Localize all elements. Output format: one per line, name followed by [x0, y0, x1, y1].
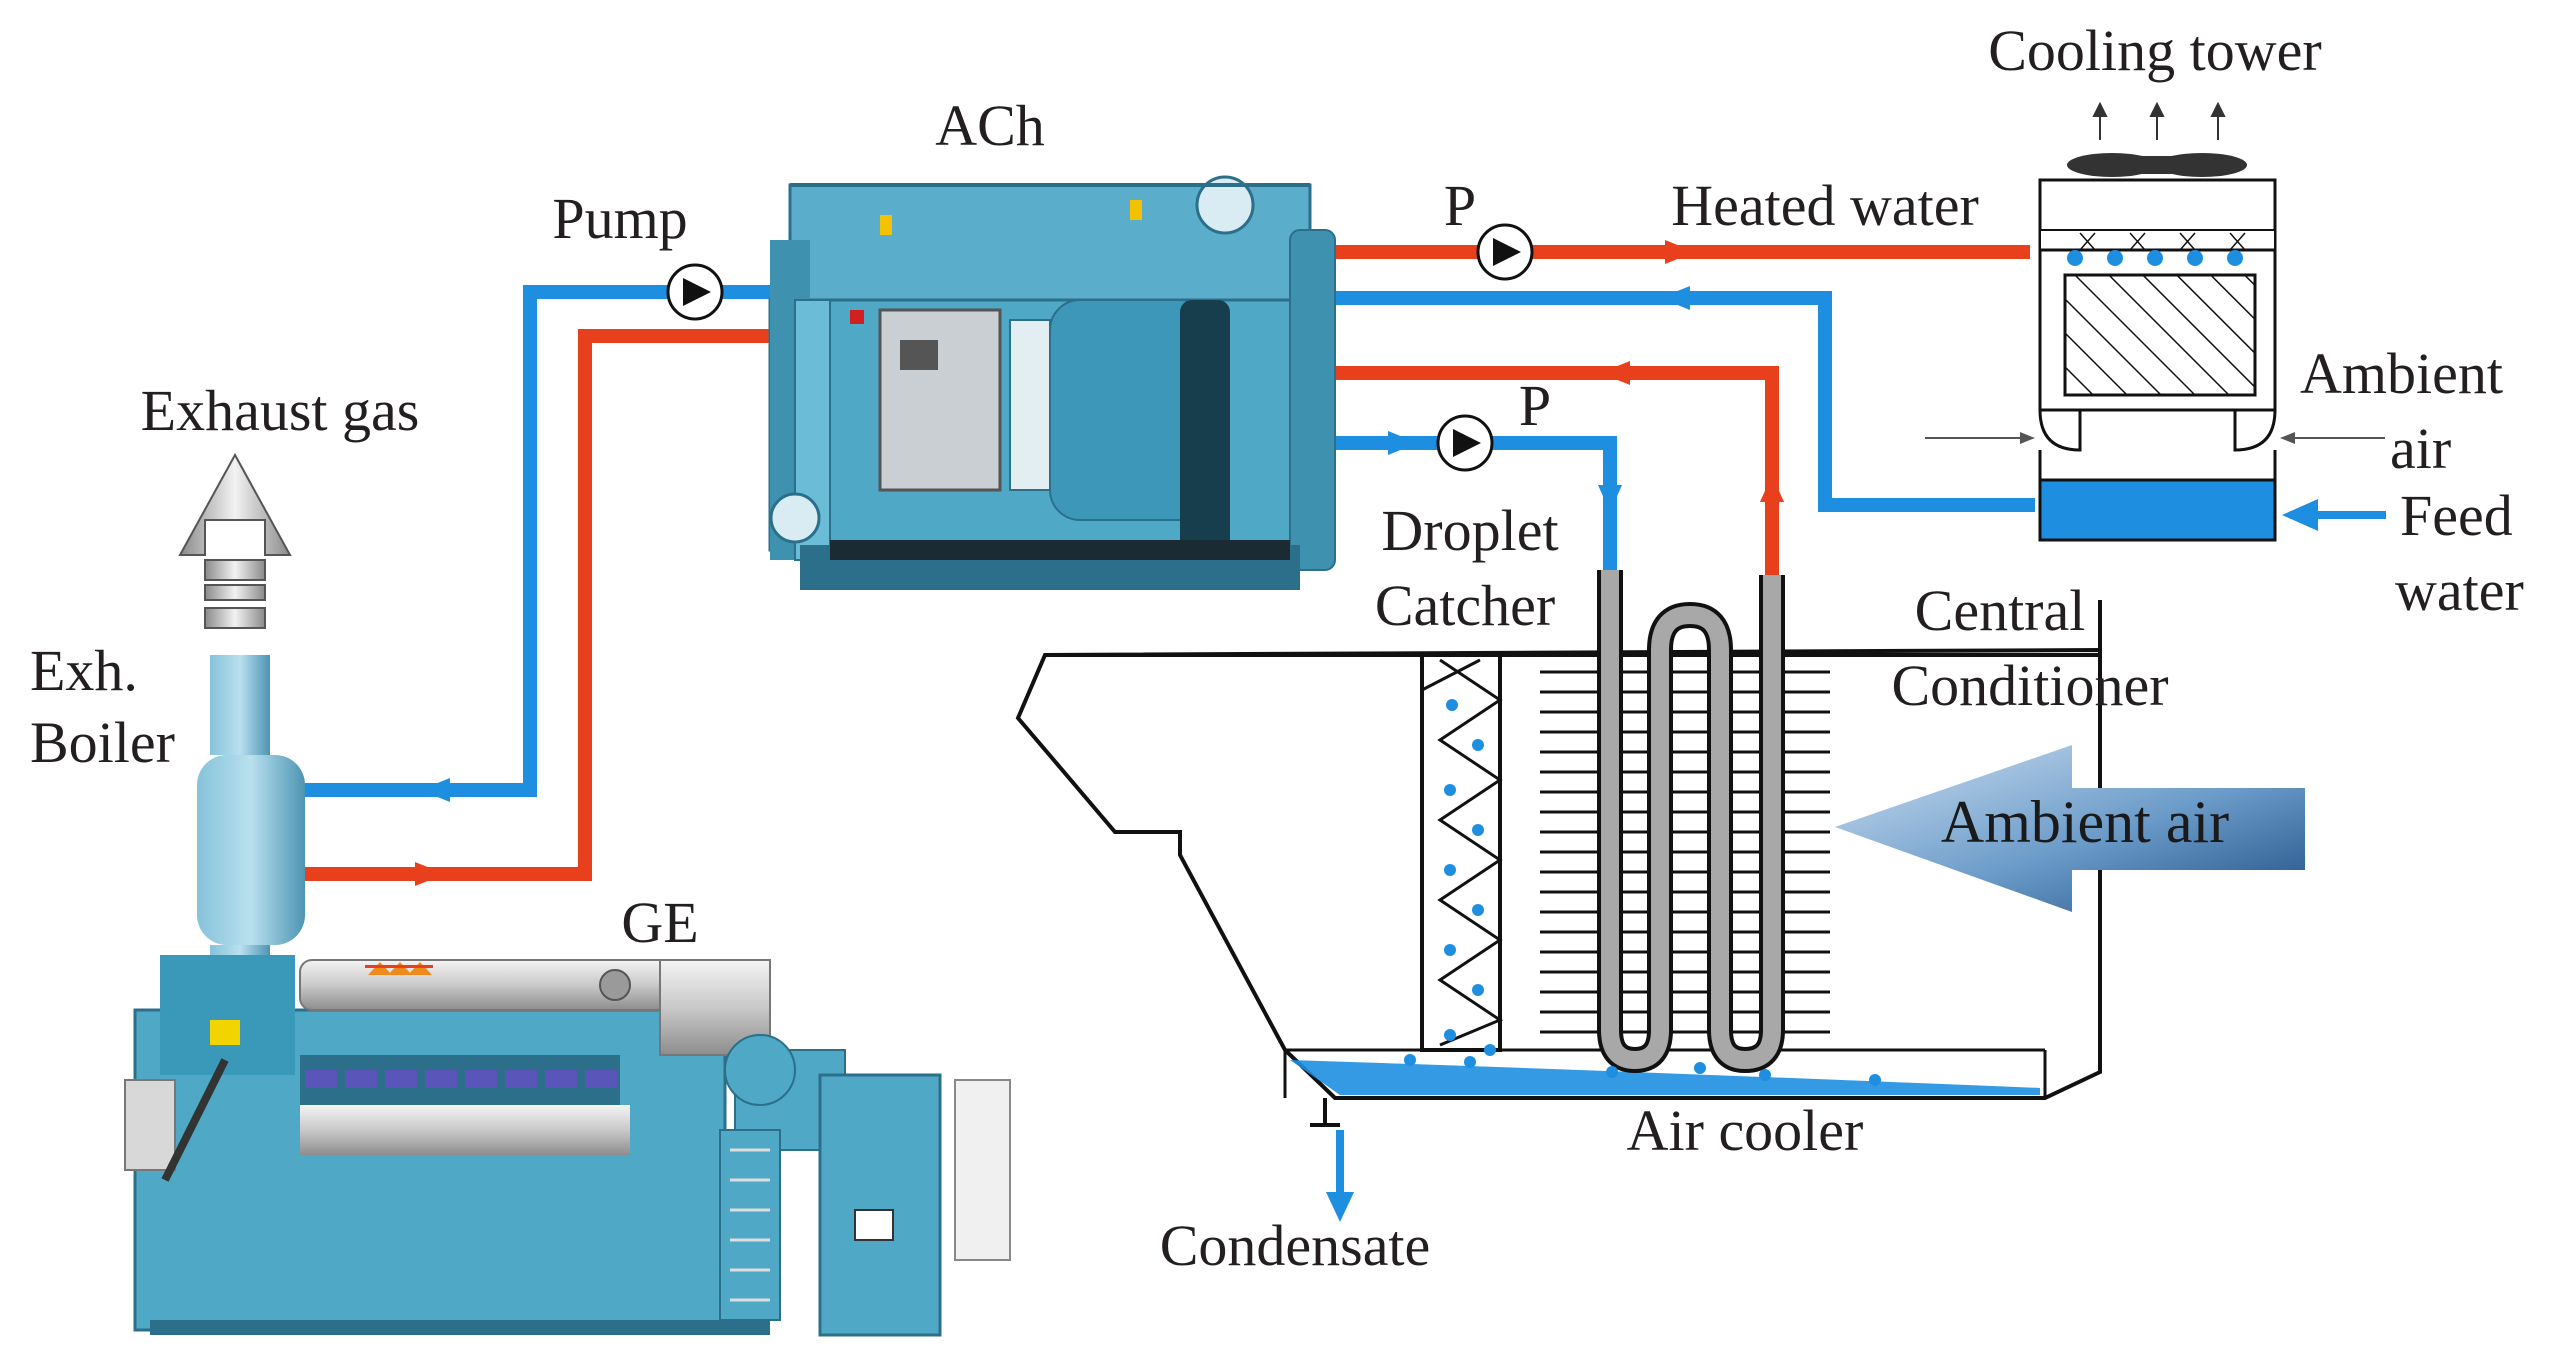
condensate-label: Condensate	[1160, 1213, 1431, 1278]
feed-water-label-line1: Feed	[2400, 483, 2513, 548]
pump-p2-label: P	[1519, 373, 1551, 438]
cold-pipe-cooler	[1333, 436, 1617, 570]
pump-p1-label: P	[1444, 173, 1476, 238]
flow-arrow-blue-right-cooler	[1388, 431, 1418, 455]
pump-icon	[1476, 223, 1534, 281]
flow-arrow-blue-left-boiler	[420, 778, 450, 802]
pump-icon	[1436, 414, 1494, 472]
hot-pipe-cooler	[1333, 366, 1779, 575]
cold-pipe-boiler	[305, 285, 780, 797]
central-conditioner-label-line1: Central	[1915, 578, 2086, 643]
cooling-tower-icon	[1925, 178, 2385, 542]
heated-water-label: Heated water	[1671, 173, 1979, 238]
exh-boiler-label-line1: Exh.	[30, 638, 138, 703]
flow-arrow-red-right-boiler	[415, 862, 445, 886]
air-cooler-icon	[1540, 570, 1881, 1086]
fan-icon	[2067, 153, 2247, 177]
flow-arrow-red-up-cooler	[1760, 475, 1784, 502]
cold-pipe-tower	[1333, 291, 2035, 512]
feed-water-label-line2: water	[2395, 558, 2524, 623]
ge-label: GE	[621, 890, 698, 955]
feed-water-arrow	[2282, 499, 2318, 531]
exhaust-gas-label: Exhaust gas	[141, 378, 420, 443]
droplet-catcher-icon	[1404, 653, 1504, 1068]
flow-arrow-blue-left-tower	[1660, 286, 1690, 310]
ambient-air-arrow-label: Ambient air	[1941, 789, 2229, 855]
ambient-air-tower-label-line2: air	[2390, 416, 2451, 481]
labels: ACh Pump P Heated water Cooling tower P …	[30, 18, 2524, 1278]
droplet-catcher-label-line2: Catcher	[1375, 573, 1555, 638]
absorption-chiller-icon	[768, 175, 1336, 590]
gas-engine-generator-icon	[124, 955, 1011, 1337]
flow-arrow-red-right-tower	[1665, 240, 1695, 264]
ach-label: ACh	[935, 93, 1045, 158]
pump-icon	[666, 263, 724, 321]
exhaust-air-arrows	[2092, 101, 2226, 140]
flow-arrow-red-left-cooler	[1600, 361, 1630, 385]
exh-boiler-label-line2: Boiler	[30, 710, 175, 775]
pump-label: Pump	[552, 186, 687, 251]
droplet-catcher-label-line1: Droplet	[1381, 498, 1558, 563]
ambient-air-tower-label-line1: Ambient	[2300, 341, 2503, 406]
air-cooler-label: Air cooler	[1627, 1098, 1864, 1163]
central-conditioner-label-line2: Conditioner	[1891, 653, 2168, 718]
cooling-tower-label: Cooling tower	[1988, 18, 2321, 83]
flow-arrow-blue-down-cooler	[1598, 485, 1622, 512]
ambient-air-arrow: Ambient air	[1835, 745, 2305, 912]
exhaust-gas-arrow	[178, 452, 292, 629]
flow-arrows	[415, 240, 2318, 886]
